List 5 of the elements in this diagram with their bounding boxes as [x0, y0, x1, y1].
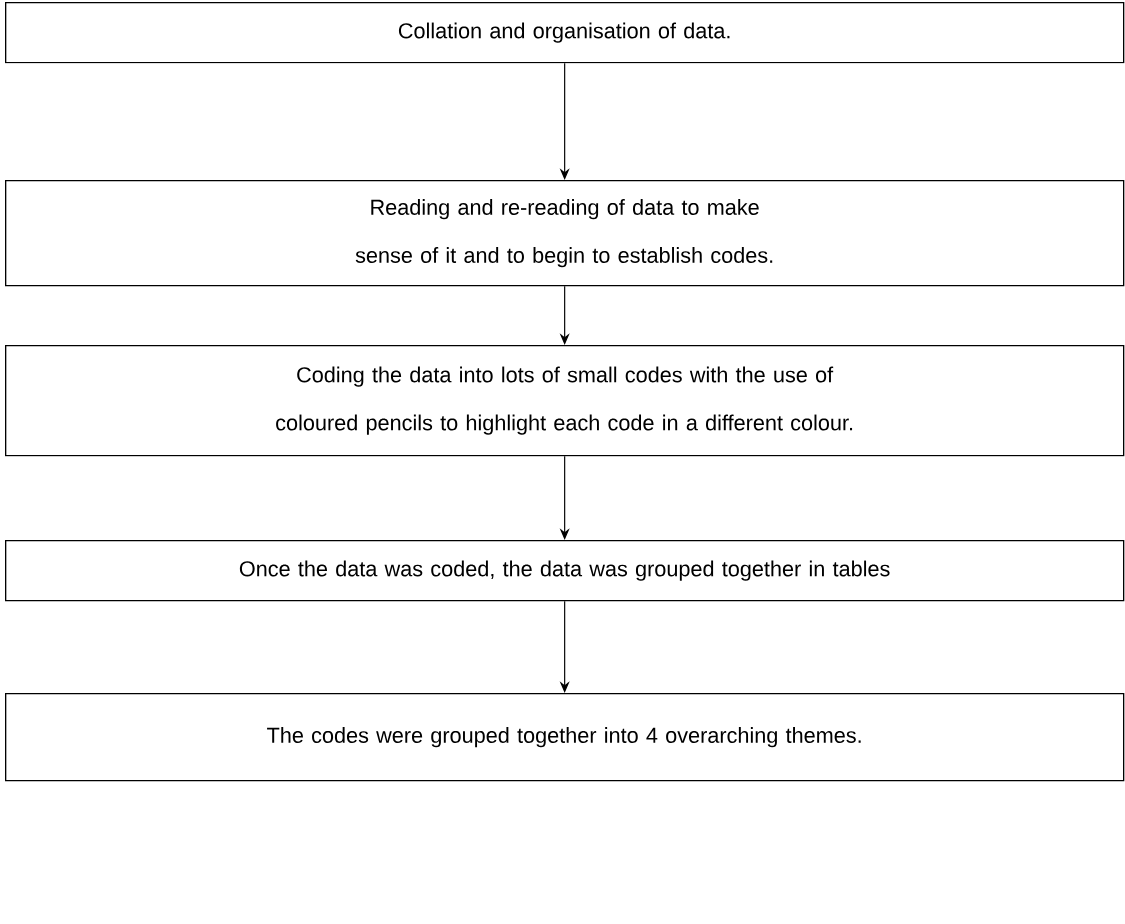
- process-box: Reading and re-reading of data to make sense of it and to begin to establish codes.: [5, 180, 1125, 287]
- process-box: Once the data was coded, the data was grouped together in tables: [5, 540, 1125, 602]
- process-box: Collation and organisation of data.: [5, 2, 1125, 64]
- process-box: The codes were grouped together into 4 overarching themes.: [5, 693, 1125, 782]
- process-box: Coding the data into lots of small codes with the use of coloured pencils to highlight each code in a different colour.: [5, 345, 1125, 457]
